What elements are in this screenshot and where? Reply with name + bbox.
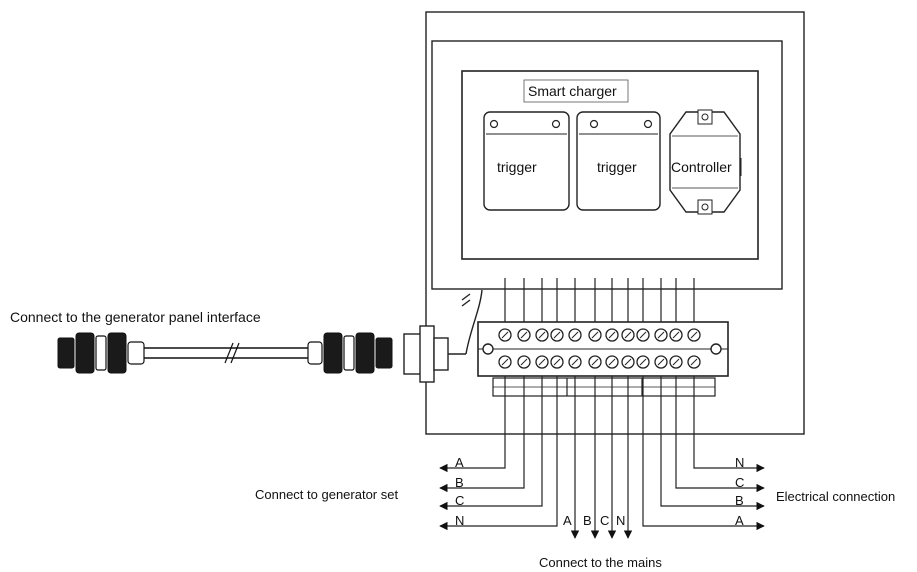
- smart-charger-box: [523, 79, 629, 103]
- generator-cable: [57, 332, 393, 374]
- generator-wire-b-label: B: [455, 475, 464, 490]
- electrical-output-wires: [642, 376, 765, 531]
- terminal-block-mount-right: [710, 343, 722, 355]
- electrical-wire-a-label: A: [735, 513, 744, 528]
- generator-wire-n-label: N: [455, 513, 465, 528]
- generator-wire-a-label: A: [455, 455, 464, 470]
- trigger-2-label: trigger: [597, 159, 637, 175]
- mounting-plate: [461, 70, 759, 260]
- mains-wire-n-label: N: [616, 513, 626, 528]
- cabinet-outer: [425, 11, 805, 435]
- electrical-wire-b-label: B: [735, 493, 744, 508]
- mains-wire-a-label: A: [563, 513, 572, 528]
- trigger-1-module: [483, 111, 570, 211]
- electrical-wire-n-label: N: [735, 455, 745, 470]
- mains-label: Connect to the mains: [539, 555, 662, 570]
- generator-output-wires: [439, 376, 558, 531]
- cabinet-inner-frame: [431, 40, 783, 290]
- trigger-2-screw-left: [589, 119, 599, 129]
- internal-wires: [504, 278, 695, 326]
- mains-wire-b-label: B: [583, 513, 592, 528]
- electrical-connection-label: Electrical connection: [776, 489, 896, 504]
- mains-output-wires: [570, 376, 633, 539]
- trigger-1-screw-left: [489, 119, 499, 129]
- trigger-2-screw-right: [643, 119, 653, 129]
- generator-wire-c-label: C: [455, 493, 465, 508]
- trigger-1-screw-right: [551, 119, 561, 129]
- controller-label: Controller: [671, 159, 732, 175]
- terminal-block-mount-left: [482, 343, 494, 355]
- panel-interface-connector: [403, 289, 483, 383]
- generator-set-label: Connect to generator set: [255, 487, 399, 502]
- electrical-wire-c-label: C: [735, 475, 745, 490]
- mains-wire-c-label: C: [600, 513, 610, 528]
- trigger-2-module: [576, 111, 661, 211]
- smart-charger-label: Smart charger: [528, 83, 617, 99]
- generator-panel-interface-label: Connect to the generator panel interface: [10, 309, 261, 325]
- trigger-1-label: trigger: [497, 159, 537, 175]
